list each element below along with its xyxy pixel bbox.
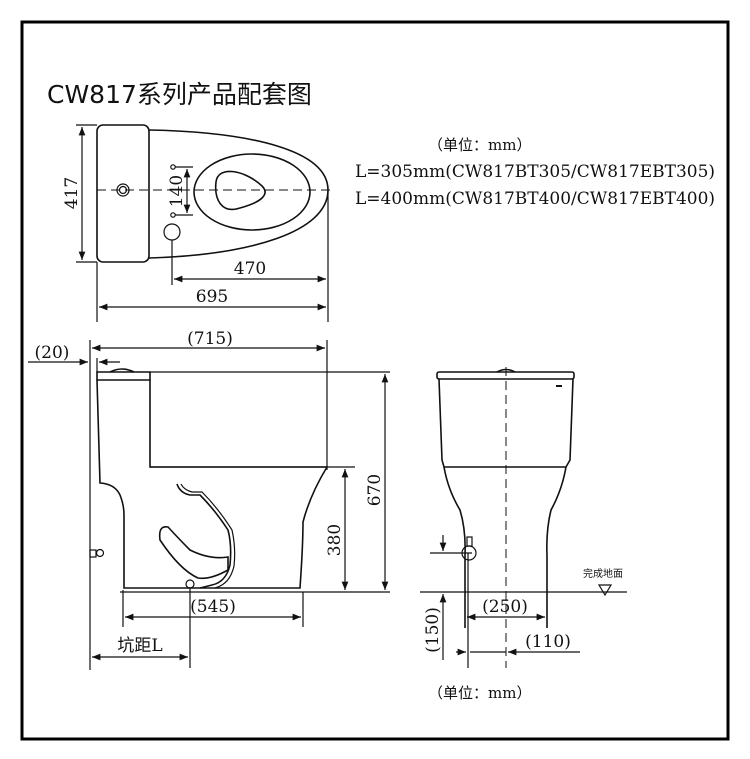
- variant-305: L=305mm(CW817BT305/CW817EBT305): [355, 162, 715, 182]
- floor-level-icon: [597, 584, 613, 597]
- bowl-hole: [214, 170, 266, 211]
- dim-150: (150): [423, 607, 443, 653]
- seat-opening: [193, 153, 311, 231]
- dim-470: 470: [234, 259, 266, 279]
- dim-670: 670: [365, 474, 385, 506]
- toilet-side-body: [96, 379, 329, 589]
- dim-695: 695: [196, 287, 228, 307]
- front-right-profile: [546, 466, 567, 628]
- dim-380: 380: [325, 524, 345, 556]
- front-view: 完成地面 (150) (250) (110): [420, 367, 627, 668]
- front-tank: [438, 378, 574, 468]
- trap-channel: [158, 525, 229, 580]
- trapway-outer: [176, 483, 232, 589]
- tank-outline: [96, 124, 150, 263]
- bottom-unit-note: （单位：mm）: [428, 684, 531, 702]
- page-title: CW817系列产品配套图: [47, 80, 312, 109]
- dim-715: (715): [187, 329, 233, 349]
- dim-250: (250): [482, 597, 528, 617]
- front-left-profile: [443, 466, 466, 628]
- top-view: 417 140 470 695: [62, 124, 332, 322]
- dim-140: 140: [167, 175, 187, 207]
- side-view: (715) (20) 670 380 (545) 坑距L: [28, 329, 390, 670]
- dim-417: 417: [62, 177, 82, 209]
- dim-rough-in: 坑距L: [117, 636, 162, 656]
- floor-label: 完成地面: [583, 567, 623, 580]
- variant-400: L=400mm(CW817BT400/CW817EBT400): [355, 189, 715, 209]
- unit-note: （单位：mm）: [428, 136, 531, 154]
- dim-545: (545): [190, 597, 236, 617]
- dim-110: (110): [525, 632, 571, 652]
- dim-20: (20): [35, 343, 70, 363]
